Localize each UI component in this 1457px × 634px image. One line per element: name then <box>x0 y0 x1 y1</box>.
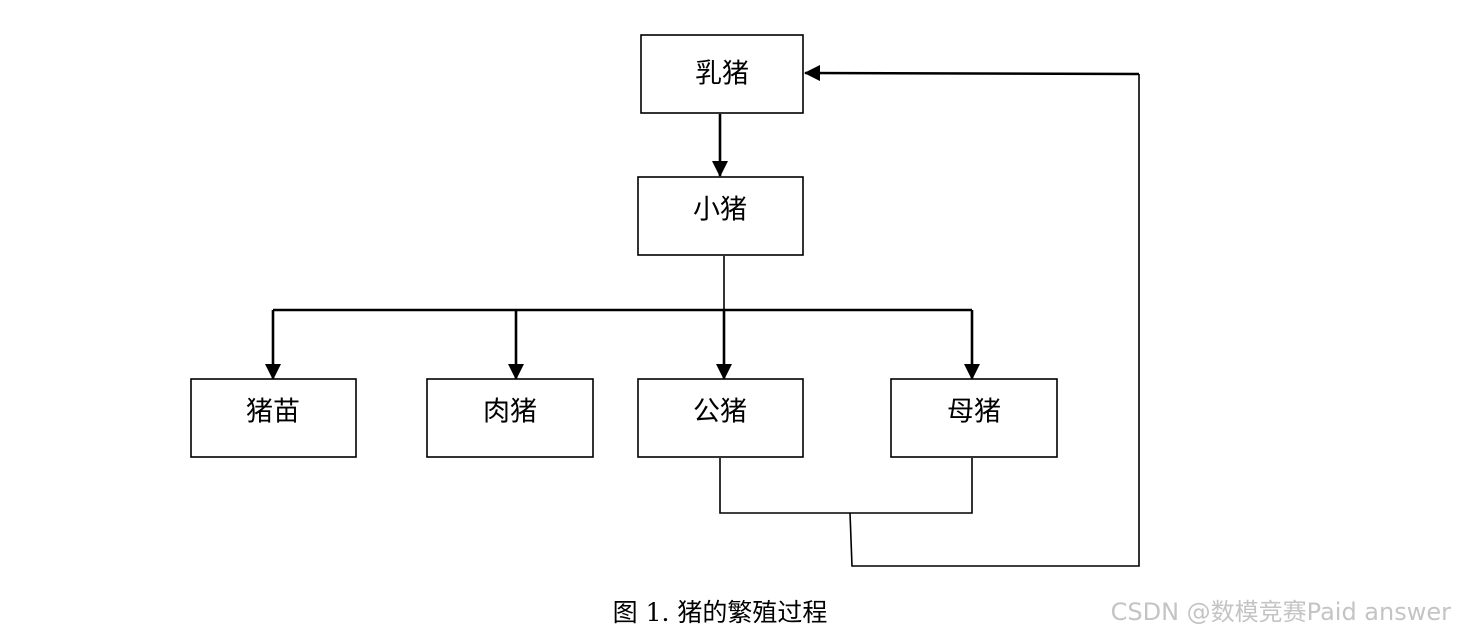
node-label: 乳猪 <box>695 59 749 90</box>
node-label: 猪苗 <box>246 397 300 428</box>
node-box <box>190 378 357 458</box>
node-box <box>640 34 804 114</box>
node-label: 母猪 <box>947 397 1001 428</box>
line-boar-sow-join <box>719 458 973 514</box>
node-box <box>426 378 594 458</box>
figure-caption: 图 1. 猪的繁殖过程 <box>612 598 828 627</box>
node-label: 小猪 <box>693 195 747 226</box>
node-label: 肉猪 <box>483 397 537 428</box>
node-pig-seedling: 猪苗 <box>190 378 357 458</box>
arrow-feedback-to-suckling <box>804 65 1140 82</box>
node-piglet: 小猪 <box>637 176 804 256</box>
node-sow: 母猪 <box>890 378 1058 458</box>
node-label: 公猪 <box>693 397 747 428</box>
node-box <box>890 378 1058 458</box>
node-meat-pig: 肉猪 <box>426 378 594 458</box>
node-boar: 公猪 <box>637 378 804 458</box>
line-feedback-loop <box>849 74 1140 567</box>
connectors <box>265 65 1140 567</box>
node-box <box>637 378 804 458</box>
node-suckling-pig: 乳猪 <box>640 34 804 114</box>
watermark: CSDN @数模竞赛Paid answer <box>1110 598 1451 626</box>
node-box <box>637 176 804 256</box>
